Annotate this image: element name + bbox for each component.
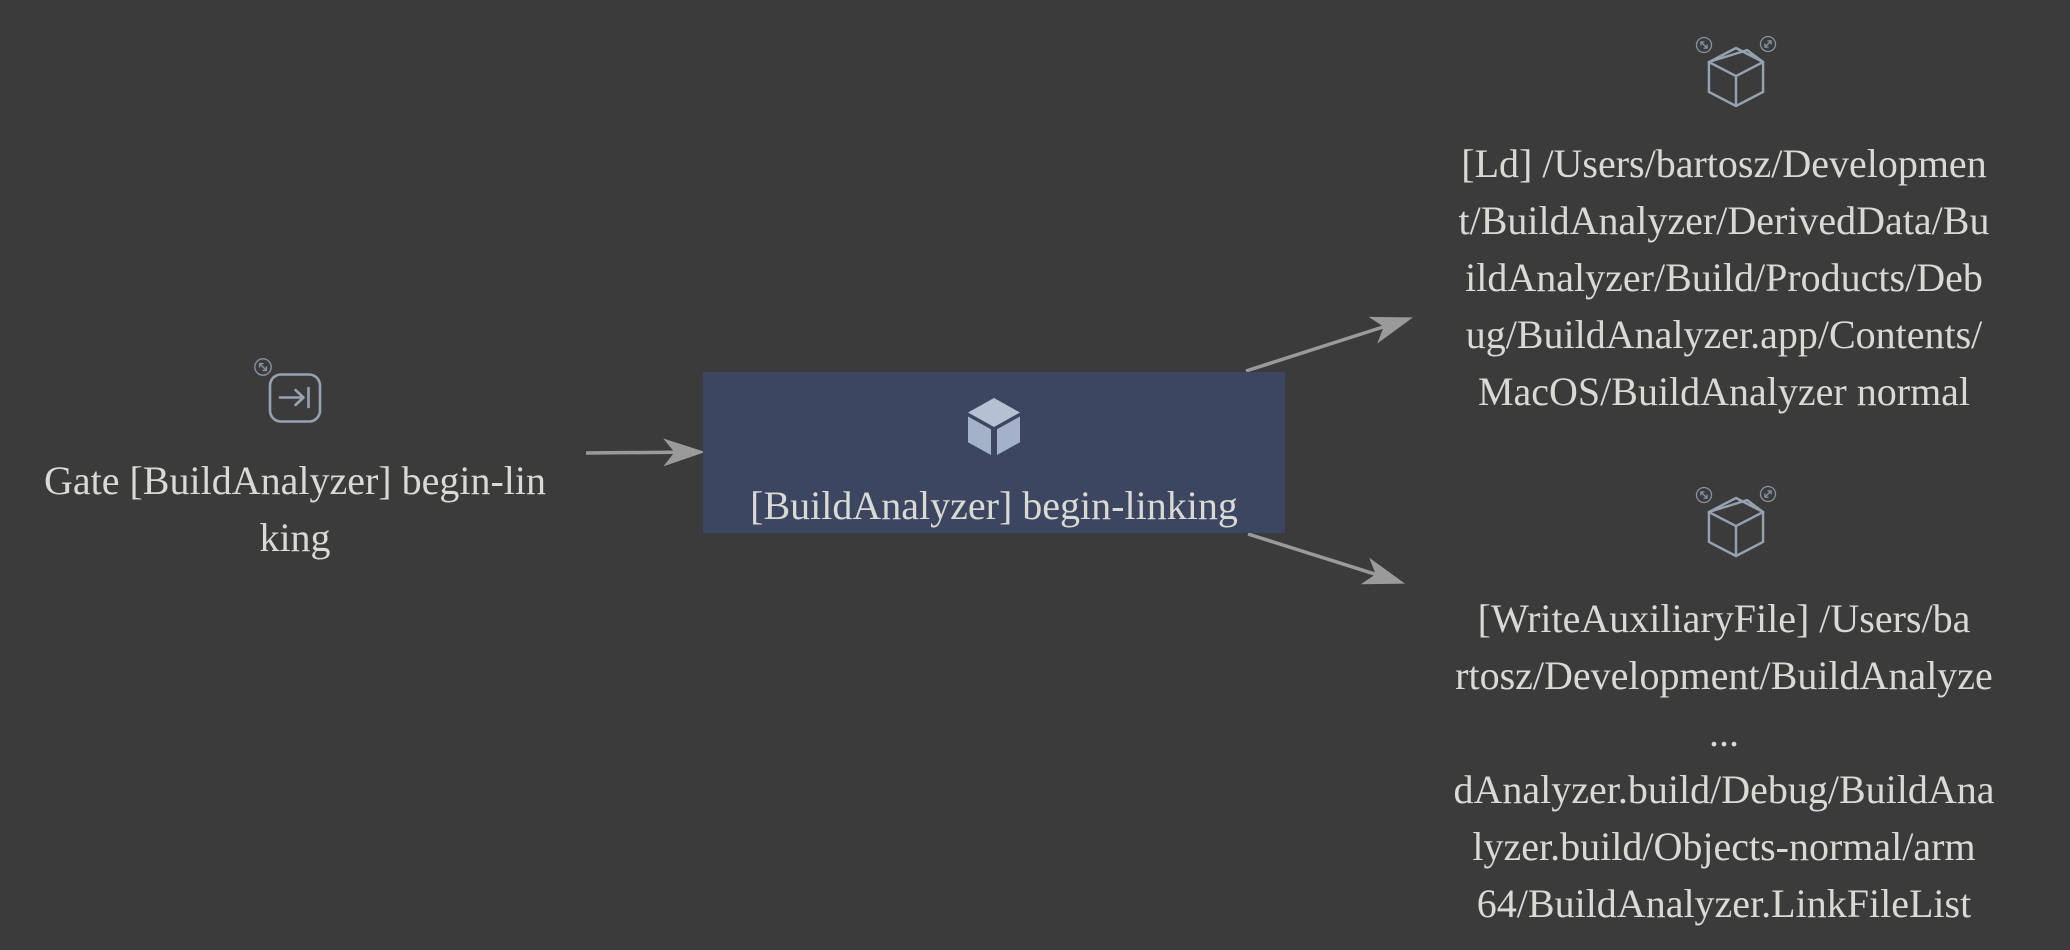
node-begin-linking-selected[interactable]: [BuildAnalyzer] begin-linking [703, 372, 1285, 533]
expand-badge-icon [1759, 485, 1777, 503]
edge-begin-linking-to-write-auxiliary-file [1247, 532, 1406, 585]
expand-badge-icon [1759, 35, 1777, 53]
expand-badge-icon [1695, 36, 1713, 54]
node-label: [BuildAnalyzer] begin-linking [750, 483, 1238, 528]
edge-gate-to-begin-linking [585, 438, 706, 467]
shippingbox-icon [1707, 496, 1765, 558]
expand-badge-icon [1695, 486, 1713, 504]
expand-badge-icon [254, 358, 272, 376]
shippingbox-icon [1707, 46, 1765, 108]
edge-begin-linking-to-ld [1245, 316, 1413, 373]
cube-filled-icon [968, 398, 1020, 455]
enter-gate-icon [268, 373, 322, 423]
